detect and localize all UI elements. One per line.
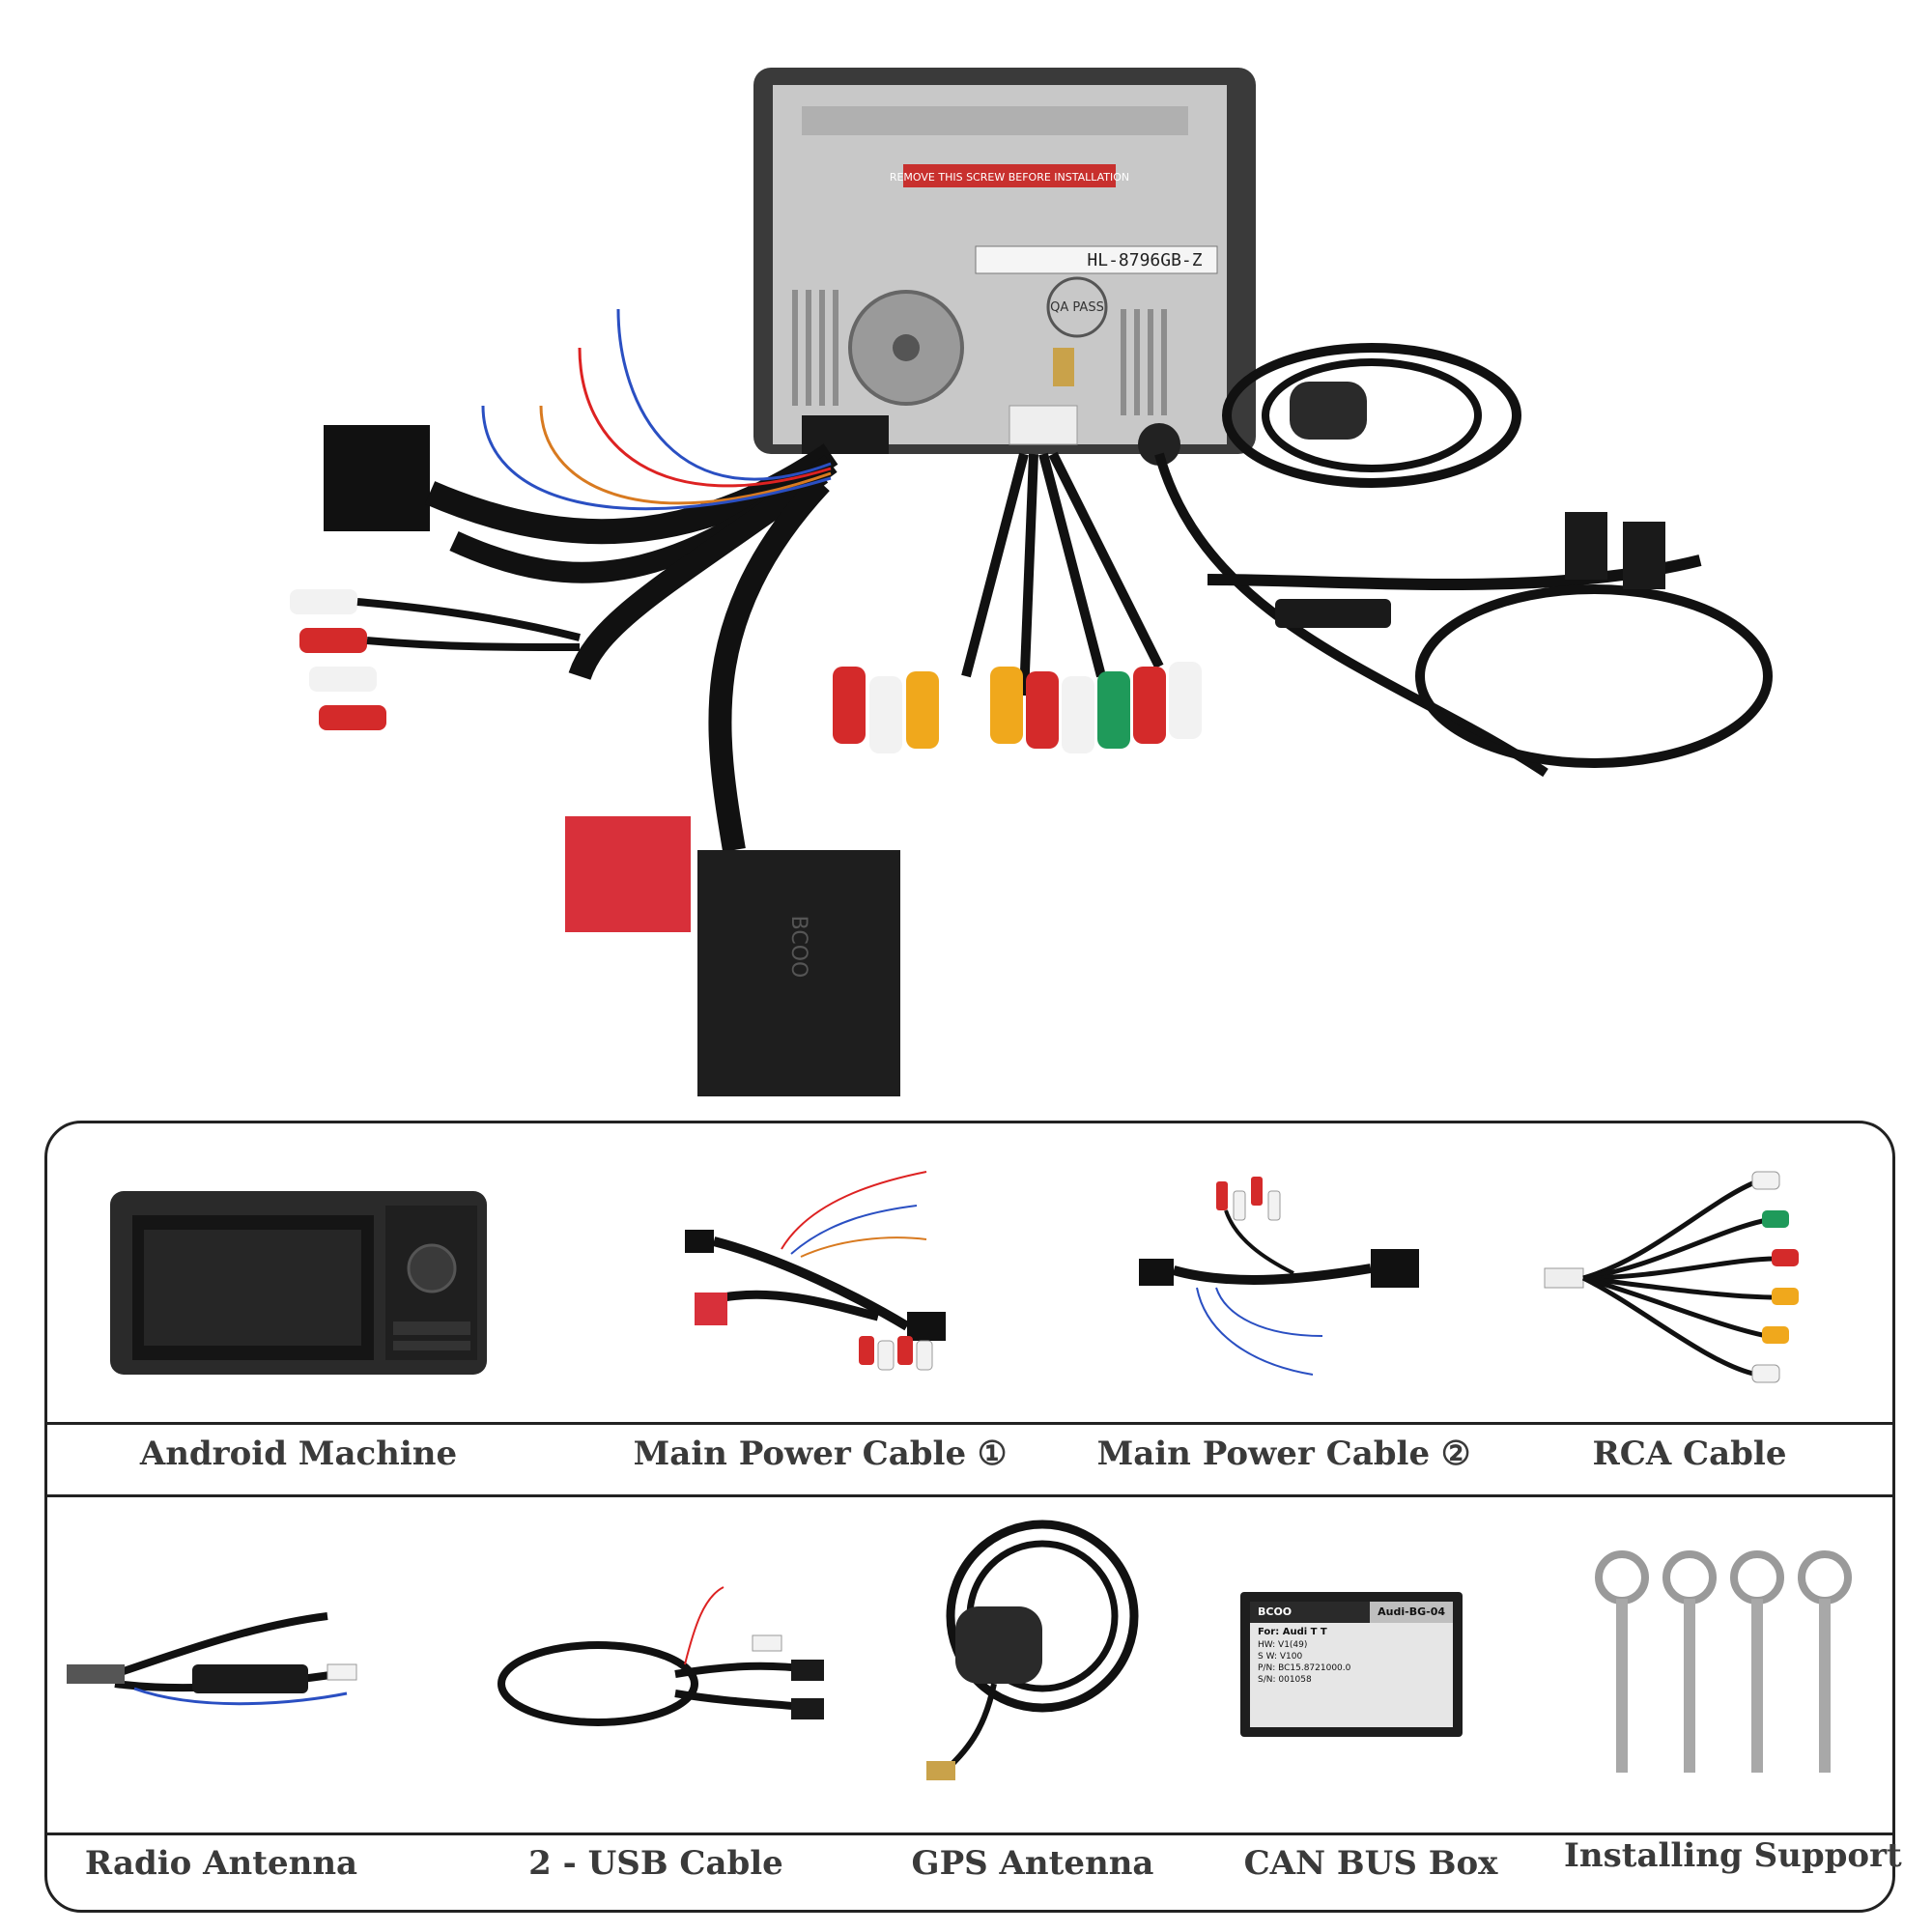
- gps-antenna-image: [897, 1510, 1168, 1800]
- component-label: Installing Support: [1564, 1836, 1902, 1875]
- iso-connector: [324, 425, 430, 531]
- canbus-sw: S W: V100: [1258, 1652, 1303, 1662]
- removal-keys-icon: [1595, 1550, 1852, 1773]
- component-label: GPS Antenna: [911, 1844, 1154, 1883]
- main-power-cable-2-icon: [1139, 1177, 1419, 1376]
- center-rca-bundle: [833, 451, 1202, 753]
- component-label: CAN BUS Box: [1243, 1844, 1498, 1883]
- canbus-box-hero: [697, 850, 900, 1096]
- canbus-box-image: BCOO Audi-BG-04 For: Audi T T HW: V1(49)…: [1236, 1548, 1467, 1780]
- left-rca-plugs: [290, 589, 581, 730]
- installing-support-image: [1583, 1539, 1873, 1790]
- component-label: Main Power Cable ②: [1096, 1435, 1471, 1473]
- qa-stamp: [1046, 276, 1108, 338]
- row-divider: [47, 1833, 1892, 1835]
- android-head-unit-icon: [110, 1191, 487, 1375]
- package-contents-panel: Android Machine Main Power Cable ① Main …: [44, 1121, 1902, 1913]
- red-quadlock-connector: [565, 816, 691, 932]
- warning-strip: [903, 164, 1116, 187]
- component-label: 2 - USB Cable: [528, 1844, 783, 1883]
- main-power-cable-1-icon: [685, 1171, 946, 1371]
- main-power-cable-2-image: [1120, 1162, 1448, 1404]
- usb-cable-image: [482, 1548, 839, 1780]
- usb-cable-icon: [497, 1586, 824, 1726]
- hero-product-photo: REMOVE THIS SCREW BEFORE INSTALLATION HL…: [290, 68, 1773, 1096]
- rca-cable-image: [1535, 1162, 1844, 1404]
- canbus-box-icon: BCOO Audi-BG-04 For: Audi T T HW: V1(49)…: [1240, 1592, 1463, 1737]
- canbus-hero-brand: BCOO: [786, 916, 810, 979]
- row-divider: [47, 1422, 1892, 1425]
- canbus-hw: HW: V1(49): [1258, 1640, 1308, 1650]
- canbus-sn: S/N: 001058: [1258, 1675, 1312, 1685]
- radio-antenna-image: [57, 1548, 376, 1780]
- main-power-cable-1-image: [666, 1162, 975, 1404]
- canbus-label-sticker: BCOO Audi-BG-04 For: Audi T T HW: V1(49)…: [1250, 1602, 1453, 1727]
- row-divider: [47, 1494, 1892, 1497]
- component-label: RCA Cable: [1592, 1435, 1787, 1473]
- canbus-brand: BCOO: [1258, 1605, 1293, 1618]
- component-label: Android Machine: [139, 1435, 458, 1473]
- canbus-pn: P/N: BC15.8721000.0: [1258, 1663, 1351, 1673]
- android-machine-image: [105, 1172, 492, 1394]
- rca-cable-icon: [1544, 1171, 1799, 1383]
- radio-antenna-icon: [67, 1612, 357, 1706]
- component-label: Radio Antenna: [84, 1844, 358, 1883]
- canbus-for: For: Audi T T: [1258, 1627, 1327, 1637]
- gps-puck-hero: [1290, 382, 1367, 440]
- warning-strip-text: REMOVE THIS SCREW BEFORE INSTALLATION: [890, 171, 1129, 184]
- qa-stamp-text: QA PASS: [1050, 300, 1104, 315]
- canbus-model: Audi-BG-04: [1370, 1602, 1453, 1623]
- model-sticker-text: HL-8796GB-Z: [1087, 250, 1202, 270]
- gps-antenna-icon: [926, 1520, 1139, 1780]
- component-label: Main Power Cable ①: [633, 1435, 1008, 1473]
- hero-illustration: REMOVE THIS SCREW BEFORE INSTALLATION HL…: [290, 68, 1773, 1096]
- usb-plug-hero: [1565, 512, 1607, 580]
